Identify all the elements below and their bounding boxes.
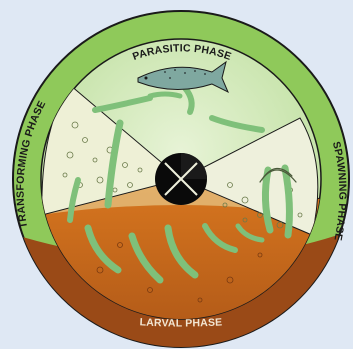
larval-phase-label: LARVAL PHASE xyxy=(139,316,222,329)
center-hub xyxy=(155,153,207,205)
